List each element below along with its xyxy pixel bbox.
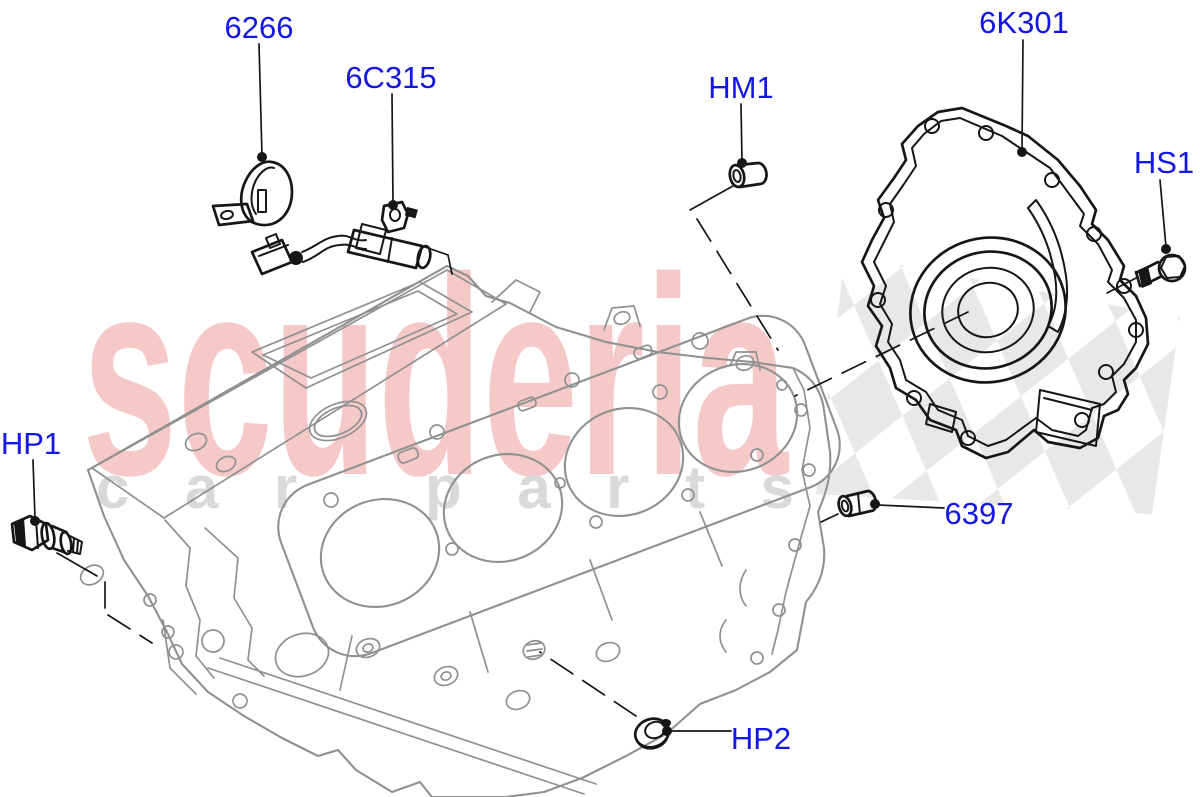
part-label-hp1[interactable]: HP1: [1, 426, 61, 461]
leader-lines: [30, 39, 1171, 736]
part-label-6k301[interactable]: 6K301: [979, 5, 1069, 40]
camshaft-sensor-drawing: [211, 160, 294, 227]
plug-hp2-drawing: [633, 717, 671, 750]
checkered-flag-watermark: [816, 254, 1180, 514]
rear-cover-drawing: [860, 106, 1150, 460]
plug-hp1-drawing: [10, 514, 83, 556]
crankshaft-sensor-drawing: [250, 200, 432, 276]
dowel-hm1-drawing: [728, 161, 768, 189]
part-label-6c315[interactable]: 6C315: [345, 60, 436, 95]
watermark-tagline: car parts: [96, 454, 794, 521]
dowel-6397-drawing: [837, 489, 878, 518]
engine-block-drawing: [79, 264, 841, 797]
bolt-hs1-drawing: [1134, 253, 1187, 288]
part-label-hp2[interactable]: HP2: [731, 721, 791, 756]
part-label-6397[interactable]: 6397: [945, 496, 1014, 531]
part-label-6266[interactable]: 6266: [225, 10, 294, 45]
part-label-hm1[interactable]: HM1: [708, 70, 773, 105]
part-label-hs1[interactable]: HS1: [1134, 145, 1194, 180]
